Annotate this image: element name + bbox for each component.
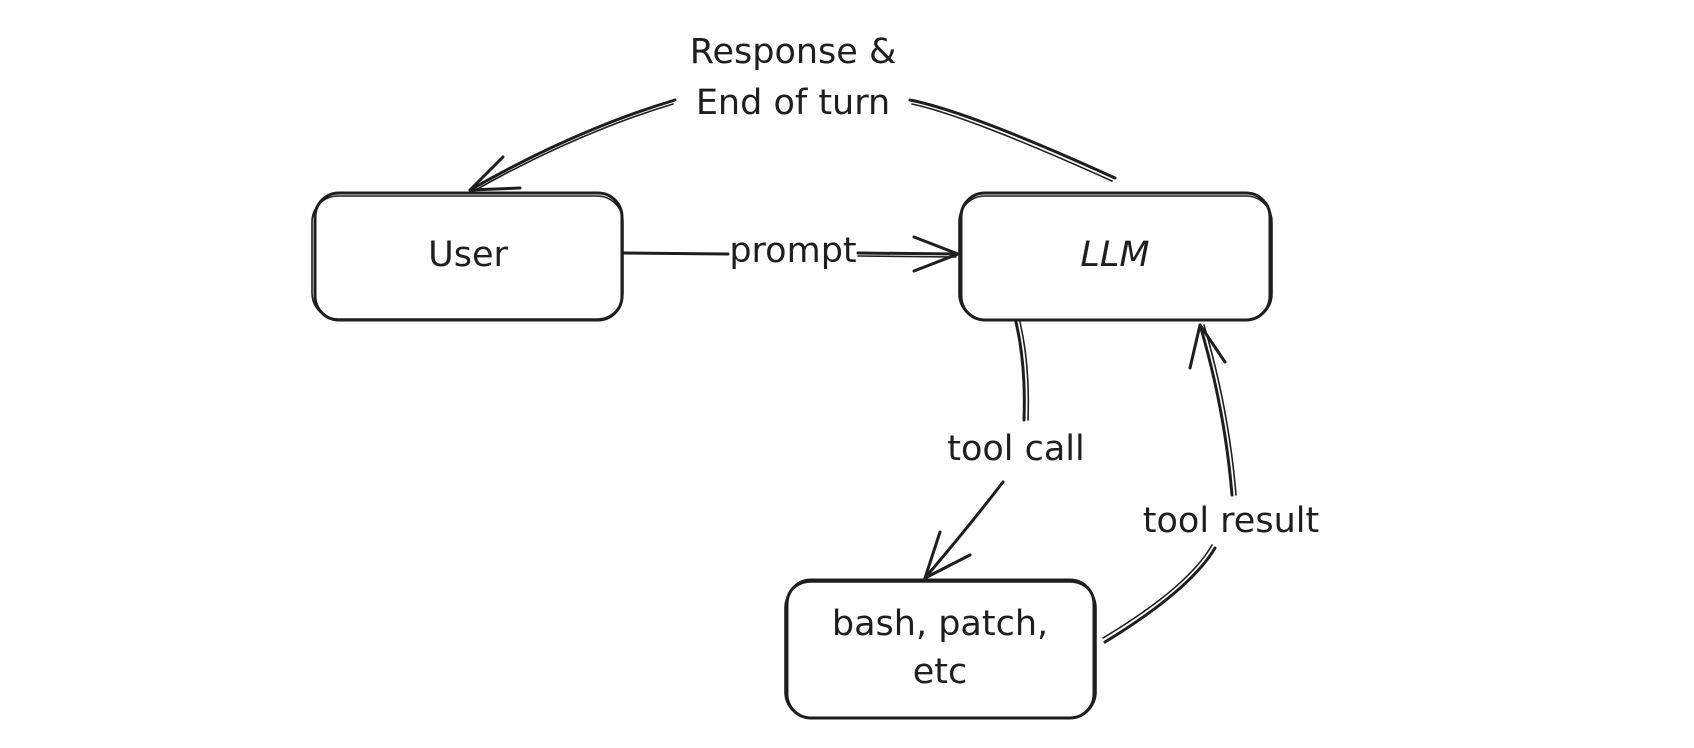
tools-node: bash, patch, etc	[784, 578, 1097, 720]
llm-node-label: LLM	[1080, 235, 1149, 275]
response-label-line1: Response &	[690, 32, 897, 72]
response-arrow	[468, 98, 1117, 193]
llm-node: LLM	[958, 191, 1273, 322]
response-arrowhead	[468, 155, 522, 192]
tool-call-arrowhead	[923, 530, 972, 580]
user-node: User	[311, 191, 624, 322]
tool-result-arrow	[1102, 323, 1237, 644]
tool-result-label: tool result	[1143, 501, 1319, 541]
tool-call-label: tool call	[947, 429, 1085, 469]
user-node-label: User	[428, 235, 508, 275]
response-label-line2: End of turn	[696, 83, 890, 123]
tool-result-arrowhead	[1188, 323, 1227, 370]
tools-node-label-line2: etc	[913, 652, 968, 692]
prompt-arrow	[620, 235, 960, 273]
tool-call-arrow	[923, 320, 1030, 580]
prompt-label: prompt	[729, 231, 856, 271]
tools-node-label-line1: bash, patch,	[832, 604, 1048, 644]
prompt-arrowhead	[912, 235, 960, 273]
